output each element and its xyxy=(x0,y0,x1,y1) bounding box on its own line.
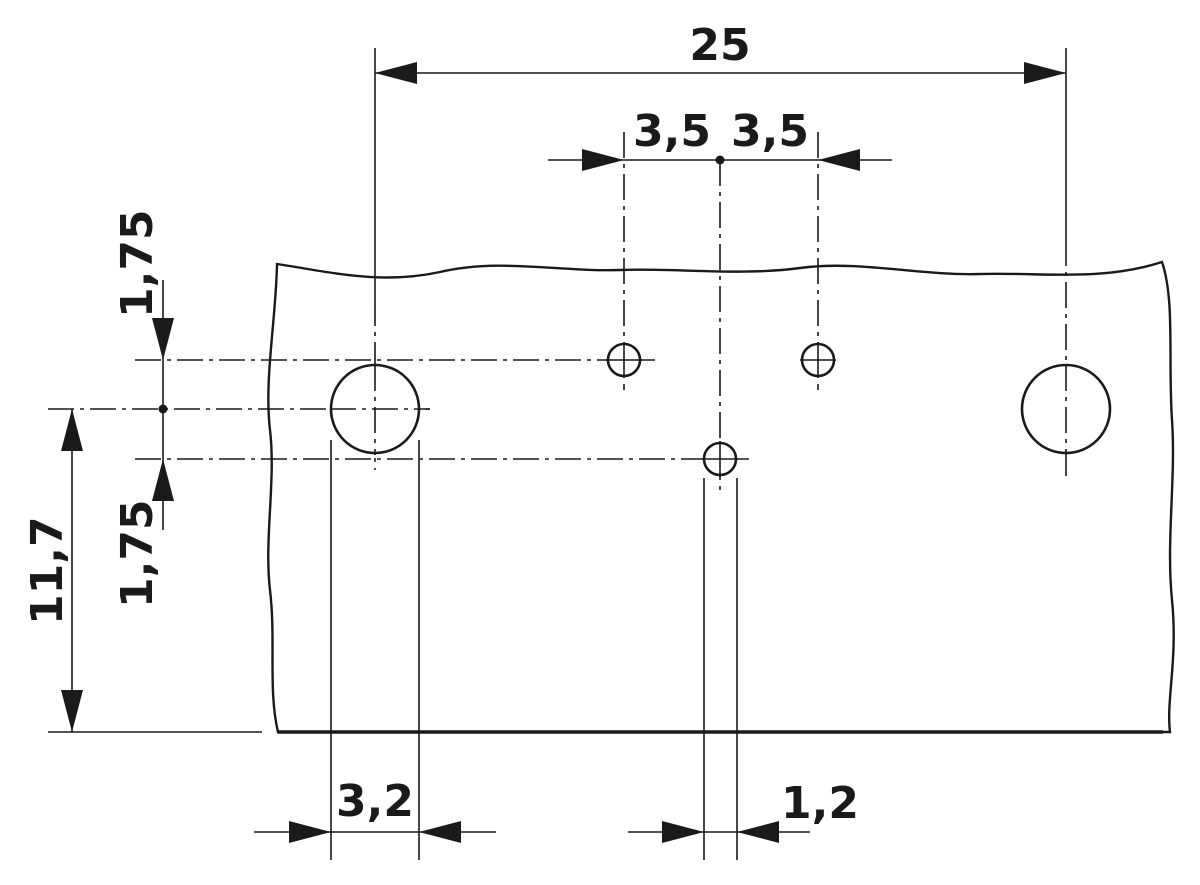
dim-label-3-2: 3,2 xyxy=(336,776,414,827)
arrow-3-5-right xyxy=(818,149,860,171)
arrow-3-5-left xyxy=(582,149,624,171)
dim-1-75-center-dot xyxy=(158,404,168,414)
dim-label-1-2: 1,2 xyxy=(781,778,859,829)
dim-label-11-7: 11,7 xyxy=(22,516,73,625)
arrow-11-7-bottom xyxy=(61,690,83,732)
arrow-1-2-right xyxy=(737,821,779,843)
arrow-1-2-left xyxy=(662,821,704,843)
arrow-1-75-top xyxy=(152,318,174,360)
board-outline xyxy=(267,260,1175,734)
dim-label-1-75-bottom: 1,75 xyxy=(112,499,163,608)
arrow-25-left xyxy=(375,62,417,84)
arrow-3-2-right xyxy=(419,821,461,843)
arrow-1-75-bottom xyxy=(152,459,174,501)
dim-label-25: 25 xyxy=(689,20,750,71)
arrow-11-7-top xyxy=(61,409,83,451)
dim-label-3-5-right: 3,5 xyxy=(731,106,809,157)
dim-label-1-75-top: 1,75 xyxy=(112,209,163,318)
arrow-3-2-left xyxy=(289,821,331,843)
dim-label-3-5-left: 3,5 xyxy=(633,106,711,157)
arrow-25-right xyxy=(1024,62,1066,84)
dim-3-5-center-dot xyxy=(715,155,725,165)
